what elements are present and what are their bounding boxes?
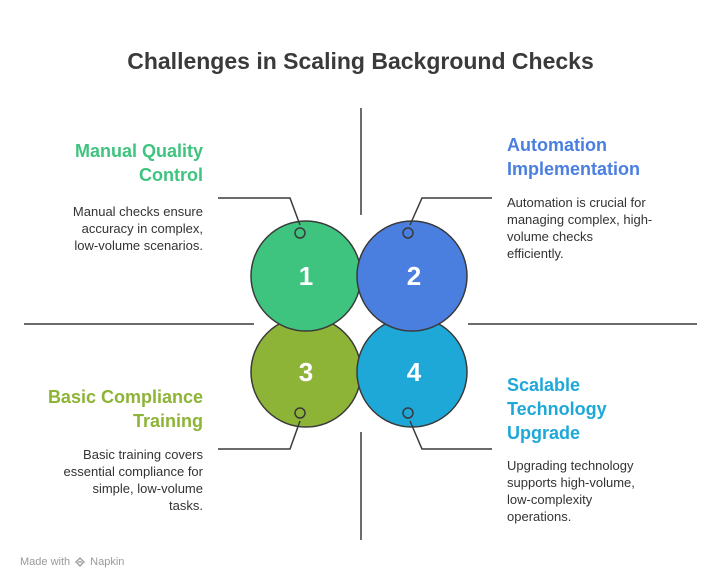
section-1-description-line: low-volume scenarios.: [74, 238, 203, 253]
section-2-heading: Automation Implementation: [507, 133, 707, 181]
section-2-heading-line: Implementation: [507, 159, 641, 179]
section-4-heading-line: Scalable: [507, 375, 581, 395]
section-1-heading: Manual Quality Control: [40, 139, 203, 187]
section-1-heading-line: Manual Quality: [74, 141, 203, 161]
section-4-heading-line: Upgrade: [507, 423, 581, 443]
circle-3-number: 3: [299, 357, 313, 387]
connector-2: [409, 197, 492, 226]
section-3-description-line: tasks.: [169, 498, 203, 513]
section-3-description-line: essential compliance for: [63, 464, 203, 479]
section-1-description-line: accuracy in complex,: [81, 221, 203, 236]
section-1-heading-line: Control: [139, 165, 203, 185]
section-2-heading-line: Automation: [507, 135, 607, 155]
section-4-description-line: Upgrading technology: [507, 458, 634, 473]
page-title: Challenges in Scaling Background Checks: [127, 48, 594, 74]
section-4-heading: Scalable Technology Upgrade: [507, 373, 707, 445]
connector-3-dot: [294, 407, 306, 419]
section-1-description-line: Manual checks ensure: [72, 204, 203, 219]
circle-1-number: 1: [299, 261, 313, 291]
section-1-description: Manual checks ensure accuracy in complex…: [20, 203, 203, 254]
connector-1: [218, 197, 301, 226]
section-4-description-line: low-complexity: [507, 492, 593, 507]
circle-2-number: 2: [407, 261, 421, 291]
section-4-description-line: supports high-volume,: [507, 475, 635, 490]
connector-3: [218, 420, 301, 450]
section-4-description-line: operations.: [507, 509, 572, 524]
section-2-description-line: efficiently.: [507, 246, 564, 261]
connector-1-dot: [294, 227, 306, 239]
connector-2-dot: [402, 227, 414, 239]
footer-made-with: Made with: [20, 556, 71, 568]
footer: Made with Napkin: [20, 556, 124, 568]
section-3-description-line: simple, low-volume: [92, 481, 203, 496]
section-3-heading-line: Basic Compliance: [47, 387, 203, 407]
section-3-description-line: Basic training covers: [83, 447, 203, 462]
napkin-logo-icon: [75, 557, 86, 567]
section-2-description-line: Automation is crucial for: [507, 195, 646, 210]
section-2-description: Automation is crucial for managing compl…: [507, 194, 707, 262]
connector-4: [409, 420, 492, 450]
section-4-heading-line: Technology: [507, 399, 607, 419]
section-2-description-line: volume checks: [507, 229, 593, 244]
section-3-heading-line: Training: [132, 411, 203, 431]
section-2-description-line: managing complex, high-: [507, 212, 653, 227]
section-3-heading: Basic Compliance Training: [20, 385, 203, 433]
connector-4-dot: [402, 407, 414, 419]
section-4-description: Upgrading technology supports high-volum…: [507, 457, 707, 525]
section-3-description: Basic training covers essential complian…: [20, 446, 203, 514]
circle-4-number: 4: [407, 357, 422, 387]
footer-brand: Napkin: [90, 556, 125, 568]
